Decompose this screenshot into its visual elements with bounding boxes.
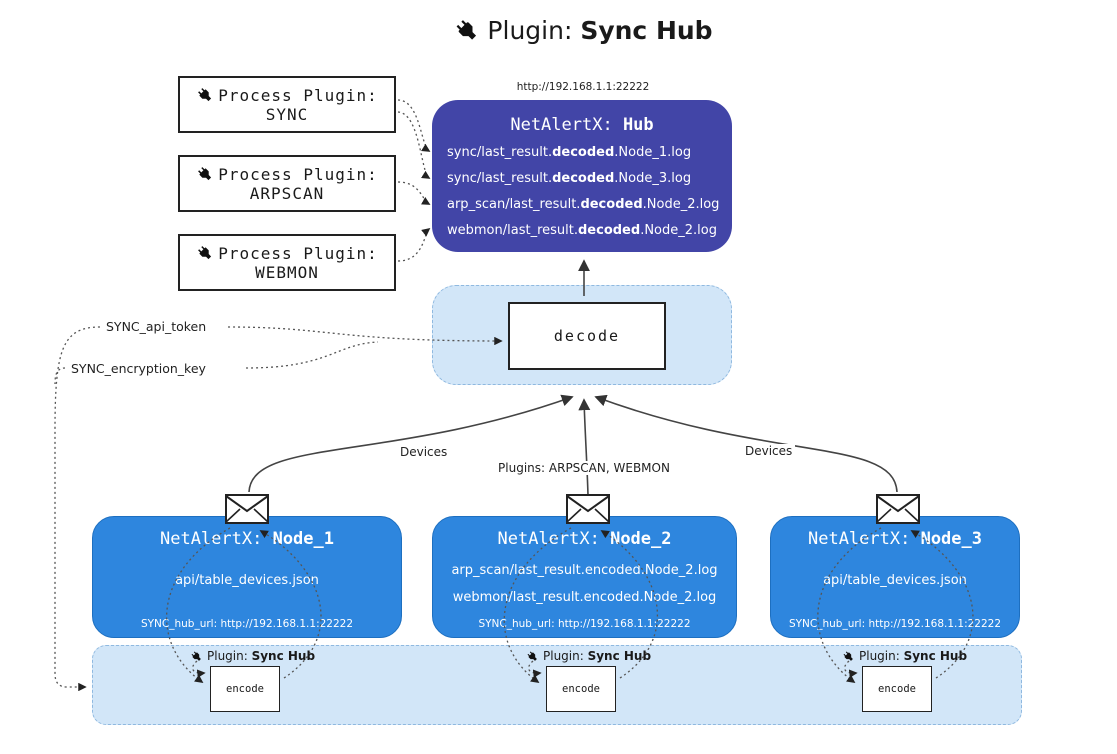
encode-box: encode [210, 666, 280, 712]
hub-title: NetAlertX: Hub [432, 110, 732, 140]
plug-icon [456, 20, 477, 40]
node-file: api/table_devices.json [823, 573, 967, 588]
process-plugin-webmon: Process Plugin: WEBMON [178, 234, 396, 291]
process-plugin-name: WEBMON [255, 262, 319, 282]
envelope-icon [225, 494, 269, 524]
title-text: Plugin: Sync Hub [487, 16, 712, 45]
encoder-plugin-label: Plugin: Sync Hub [842, 649, 967, 663]
node-1-box: NetAlertX: Node_1 api/table_devices.json… [92, 516, 402, 638]
encoder-plugin-label: Plugin: Sync Hub [526, 649, 651, 663]
node-file: webmon/last_result.encoded.Node_2.log [452, 590, 717, 605]
node-hub-url: SYNC_hub_url: http://192.168.1.1:22222 [788, 618, 1002, 630]
plug-icon [198, 246, 212, 260]
diagram-title: Plugin: Sync Hub [453, 16, 713, 45]
title-prefix: Plugin: [487, 16, 581, 45]
process-plugin-sync: Process Plugin: SYNC [178, 76, 396, 133]
node-file: api/table_devices.json [175, 573, 319, 588]
hub-name: Hub [622, 115, 654, 135]
sync-api-token-label: SYNC_api_token [103, 319, 210, 334]
process-plugin-name: ARPSCAN [249, 183, 325, 203]
node-files: api/table_devices.json [771, 567, 1019, 594]
hub-log-line: sync/last_result.decoded.Node_3.log [447, 171, 692, 186]
process-plugin-title: Process Plugin: [218, 243, 378, 263]
hub-box: NetAlertX: Hub sync/last_result.decoded.… [432, 100, 732, 252]
encode-box: encode [546, 666, 616, 712]
plugins-label-middle: Plugins: ARPSCAN, WEBMON [495, 461, 673, 475]
node-files: arp_scan/last_result.encoded.Node_2.log … [433, 557, 736, 611]
devices-label-left: Devices [397, 445, 451, 459]
hub-log-line: sync/last_result.decoded.Node_1.log [447, 145, 692, 160]
sync-encryption-key-label: SYNC_encryption_key [68, 361, 209, 376]
hub-name-prefix: NetAlertX: [510, 115, 623, 135]
node-files: api/table_devices.json [93, 567, 401, 594]
envelope-icon [566, 494, 610, 524]
encoder-plugin-label: Plugin: Sync Hub [190, 649, 315, 663]
node-hub-url: SYNC_hub_url: http://192.168.1.1:22222 [140, 618, 354, 630]
hub-log-line: arp_scan/last_result.decoded.Node_2.log [447, 197, 720, 212]
title-bold: Sync Hub [580, 16, 713, 45]
node-file: arp_scan/last_result.encoded.Node_2.log [451, 563, 718, 578]
node-2-box: NetAlertX: Node_2 arp_scan/last_result.e… [432, 516, 737, 638]
plug-icon [191, 651, 201, 661]
process-plugin-title: Process Plugin: [218, 85, 378, 105]
plug-icon [843, 651, 853, 661]
plug-icon [198, 88, 212, 102]
process-plugin-title: Process Plugin: [218, 164, 378, 184]
hub-log-line: webmon/last_result.decoded.Node_2.log [447, 223, 717, 238]
encode-box: encode [862, 666, 932, 712]
decode-box: decode [508, 302, 666, 370]
plug-icon [198, 167, 212, 181]
envelope-icon [876, 494, 920, 524]
process-plugin-name: SYNC [265, 104, 309, 124]
hub-url: http://192.168.1.1:22222 [516, 81, 650, 93]
plug-icon [527, 651, 537, 661]
devices-label-right: Devices [742, 444, 796, 458]
node-3-box: NetAlertX: Node_3 api/table_devices.json… [770, 516, 1020, 638]
process-plugin-arpscan: Process Plugin: ARPSCAN [178, 155, 396, 212]
node-hub-url: SYNC_hub_url: http://192.168.1.1:22222 [478, 618, 691, 630]
